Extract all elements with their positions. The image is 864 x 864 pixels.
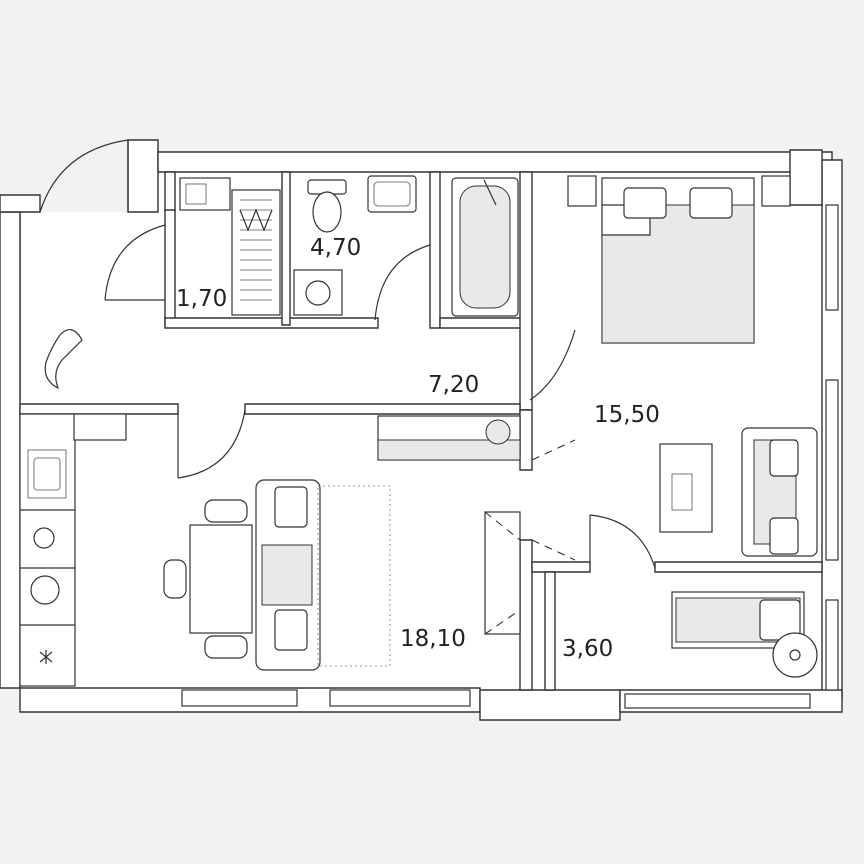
bathroom-fixtures bbox=[293, 175, 519, 317]
pantry-area-label: 1,70 bbox=[176, 286, 227, 312]
bedroom-area-label: 15,50 bbox=[594, 402, 660, 428]
balcony-area-label: 3,60 bbox=[562, 636, 613, 662]
living-area-label: 18,10 bbox=[400, 626, 466, 652]
hallway-area-label: 7,20 bbox=[428, 372, 479, 398]
kitchen-furniture bbox=[19, 413, 127, 687]
doors bbox=[39, 139, 656, 569]
windows bbox=[181, 204, 839, 709]
balcony-furniture bbox=[671, 591, 818, 678]
dog-figure bbox=[44, 329, 83, 390]
bedroom-furniture bbox=[531, 175, 818, 561]
living-furniture bbox=[163, 415, 521, 671]
pantry-furniture bbox=[179, 177, 281, 316]
bathroom-area-label: 4,70 bbox=[310, 235, 361, 261]
